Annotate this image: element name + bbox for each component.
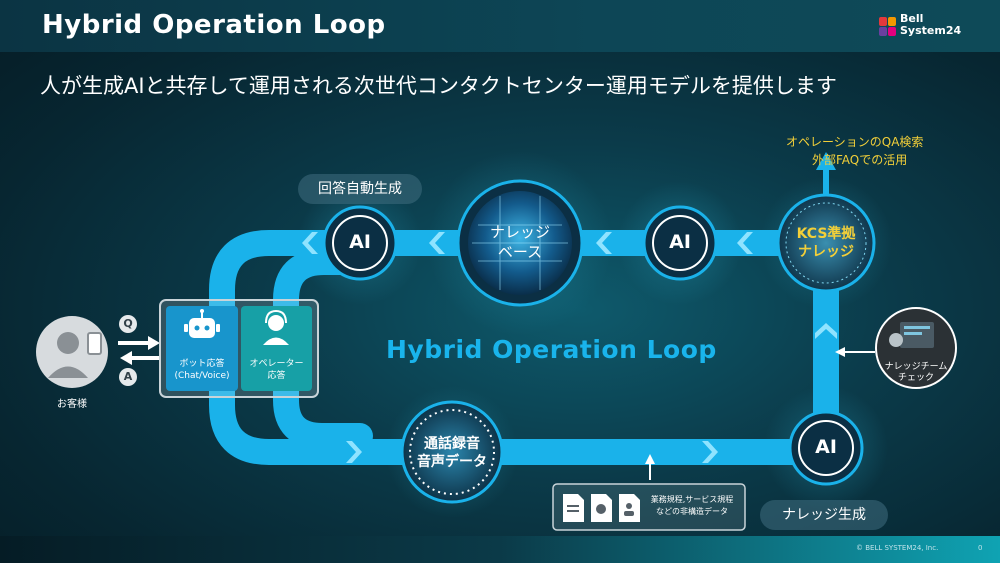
ai-node-bottom: [788, 410, 864, 486]
call-recording-line1: 通話録音: [424, 436, 480, 452]
bot-line2: (Chat/Voice): [174, 371, 230, 381]
question-label: Q: [123, 317, 133, 330]
loop-track: [209, 230, 839, 465]
kcs-line2: ナレッジ: [798, 244, 854, 260]
answer-badge: [119, 368, 137, 386]
question-badge: [119, 315, 137, 333]
operator-tile: [241, 306, 312, 391]
robot-icon: [184, 309, 220, 338]
export-arrow-head: [816, 152, 836, 170]
bot-label: ボット応答 (Chat/Voice): [166, 358, 238, 382]
operator-line2: 応答: [267, 371, 286, 381]
team-check-label: ナレッジチーム チェック: [876, 362, 956, 384]
docs-arrowhead: [645, 454, 655, 464]
kcs-line1: KCS準拠: [796, 226, 856, 242]
question-arrowhead: [148, 336, 160, 350]
kcs-node: [776, 193, 876, 293]
operator-line1: オペレーター: [249, 359, 304, 369]
loop-title: Hybrid Operation Loop: [386, 335, 717, 364]
docs-line1: 業務規程,サービス規程: [650, 495, 734, 504]
bot-line1: ボット応答: [179, 359, 225, 369]
external-use-line2: 外部FAQでの活用: [812, 153, 908, 167]
operator-headset-icon: [263, 309, 289, 345]
call-recording-label: 通話録音 音声データ: [407, 435, 497, 471]
team-check-line1: ナレッジチーム: [884, 362, 948, 372]
footer-bar: [0, 536, 1000, 563]
team-check-line2: チェック: [897, 373, 934, 383]
flow-chevrons: [302, 232, 837, 463]
copyright: © BELL SYSTEM24, Inc.: [856, 544, 939, 552]
external-use-note: オペレーションのQA検索 外部FAQでの活用: [786, 133, 996, 169]
team-check-arrowhead: [835, 347, 845, 357]
customer-avatar-icon: [36, 316, 108, 388]
ai-node-mid: [642, 205, 718, 281]
knowledge-base-node: [456, 179, 584, 307]
operator-label: オペレーター 応答: [241, 358, 312, 382]
answer-label: A: [123, 370, 133, 383]
customer-label: お客様: [57, 399, 87, 410]
ai-node-left: [322, 205, 398, 281]
auto-answer-pill: 回答自動生成: [298, 174, 422, 204]
logo-mark-icon: [879, 17, 896, 36]
page-number: 0: [978, 544, 983, 552]
docs-label: 業務規程,サービス規程 などの非構造データ: [643, 494, 741, 518]
logo-line2: System24: [900, 24, 962, 37]
external-use-line1: オペレーションのQA検索: [786, 135, 924, 149]
slide-title: Hybrid Operation Loop: [42, 10, 386, 40]
ai-label-left: AI: [349, 231, 371, 253]
knowledge-team-image: [875, 307, 957, 389]
kcs-label: KCS準拠 ナレッジ: [786, 225, 866, 261]
knowledge-generation-pill: ナレッジ生成: [760, 500, 888, 530]
docs-line2: などの非構造データ: [656, 507, 728, 516]
answer-arrowhead: [120, 351, 132, 365]
title-bar: Hybrid Operation Loop Bell System24: [0, 0, 1000, 52]
knowledge-base-label: ナレッジ ベース: [475, 222, 565, 262]
knowledge-base-line1: ナレッジ: [489, 223, 550, 241]
call-recording-line2: 音声データ: [417, 454, 487, 470]
logo-line1: Bell: [900, 12, 924, 25]
ai-label-bottom: AI: [815, 436, 837, 458]
slide-subtitle: 人が生成AIと共存して運用される次世代コンタクトセンター運用モデルを提供します: [40, 74, 837, 98]
call-recording-node: [400, 400, 504, 504]
ai-label-mid: AI: [669, 231, 691, 253]
logo-text: Bell System24: [900, 13, 961, 37]
company-logo: Bell System24: [878, 13, 998, 43]
knowledge-base-line2: ベース: [497, 243, 543, 261]
docs-box: [552, 483, 746, 531]
